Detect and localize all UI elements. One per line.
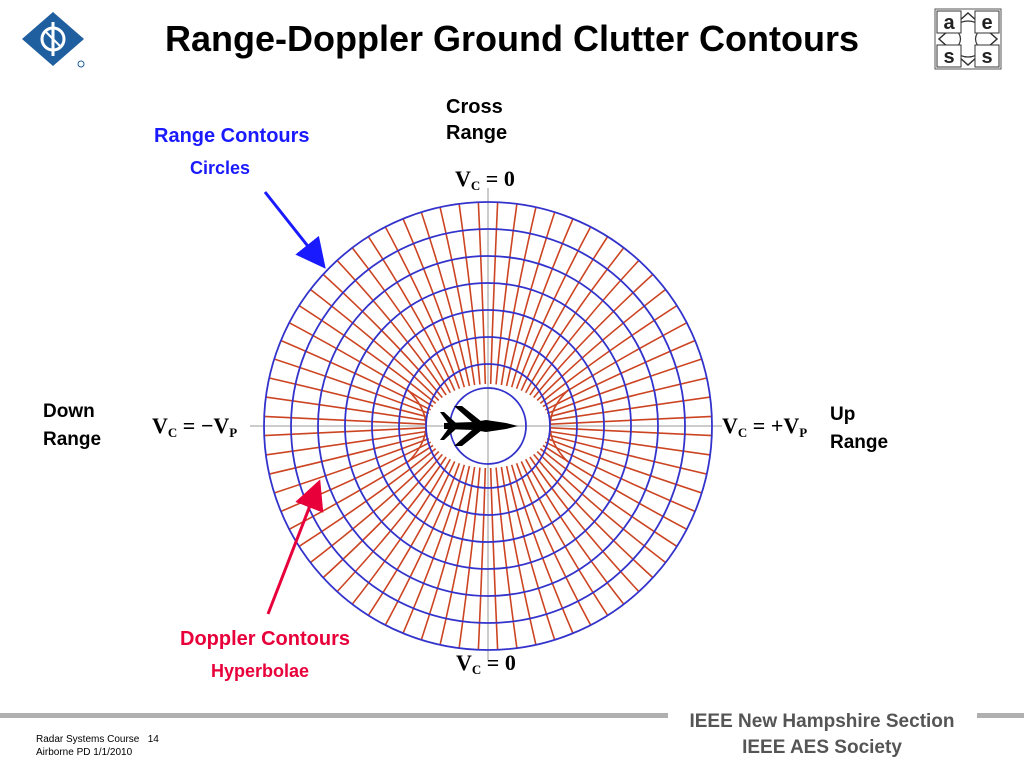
doppler-contours-label: Doppler Contours [180, 628, 350, 650]
range-contour-circle [263, 201, 713, 651]
doppler-contour [430, 202, 476, 386]
doppler-contour [549, 430, 712, 461]
range-contour-circle [398, 336, 578, 516]
doppler-contour [529, 456, 666, 620]
doppler-contour [529, 232, 666, 396]
range-contour-circle [290, 228, 686, 624]
footer-divider-left [0, 713, 668, 718]
aes-logo-icon: a e s s [934, 8, 1002, 70]
vc-right-label: VC = +VP [722, 413, 808, 440]
range-contour-circle [344, 282, 632, 570]
ieee-logo-icon [22, 12, 85, 68]
doppler-contour [549, 413, 712, 425]
doppler-contour [264, 430, 427, 461]
aircraft-icon [440, 406, 518, 446]
down-range-label: Down Range [43, 401, 102, 450]
doppler-contour [310, 232, 447, 396]
doppler-contour [264, 413, 427, 425]
vc-top-label: VC = 0 [455, 166, 515, 193]
doppler-contour [489, 202, 501, 385]
footer-society: IEEE New Hampshire Section IEEE AES Soci… [689, 711, 955, 758]
doppler-contour [430, 466, 476, 650]
hyperbolae-label: Hyperbolae [211, 661, 310, 681]
doppler-contour [453, 467, 481, 650]
doppler-contour [264, 434, 428, 484]
doppler-contour [475, 202, 487, 385]
doppler-contour [475, 467, 487, 650]
doppler-contour [310, 456, 447, 620]
doppler-contour [500, 466, 546, 650]
doppler-contour [520, 461, 630, 648]
up-range-label: Up Range [830, 404, 889, 453]
doppler-contour [264, 368, 428, 418]
footer-divider-right [977, 713, 1024, 718]
doppler-contour [500, 202, 546, 386]
svg-text:a: a [943, 12, 955, 34]
doppler-contour [489, 467, 501, 650]
vc-left-label: VC = −VP [152, 413, 238, 440]
doppler-contour [346, 204, 456, 391]
doppler-contour [495, 467, 523, 650]
svg-text:s: s [981, 46, 992, 68]
svg-text:s: s [943, 46, 954, 68]
doppler-contour [548, 368, 712, 418]
svg-text:e: e [981, 12, 992, 34]
circles-label: Circles [190, 158, 251, 178]
doppler-contour [549, 427, 712, 439]
doppler-contour [549, 391, 712, 422]
range-contour-arrow [263, 191, 326, 269]
doppler-contour-arrow [266, 479, 324, 615]
doppler-contour [453, 202, 481, 385]
page-title: Range-Doppler Ground Clutter Contours [165, 18, 859, 59]
cross-range-label: Cross Range [446, 96, 508, 144]
footer-course-info: Radar Systems Course 14 Airborne PD 1/1/… [36, 734, 159, 758]
vc-bottom-label: VC = 0 [456, 650, 516, 677]
doppler-contour [264, 391, 427, 422]
doppler-contour [495, 202, 523, 385]
range-contours-label: Range Contours [154, 125, 310, 147]
doppler-contour [520, 204, 630, 391]
doppler-contour [346, 461, 456, 648]
range-contour-circle [425, 363, 551, 489]
doppler-contour [264, 427, 427, 439]
doppler-contour [548, 434, 712, 484]
range-contour-circle [317, 255, 659, 597]
range-contour-circle [371, 309, 605, 543]
